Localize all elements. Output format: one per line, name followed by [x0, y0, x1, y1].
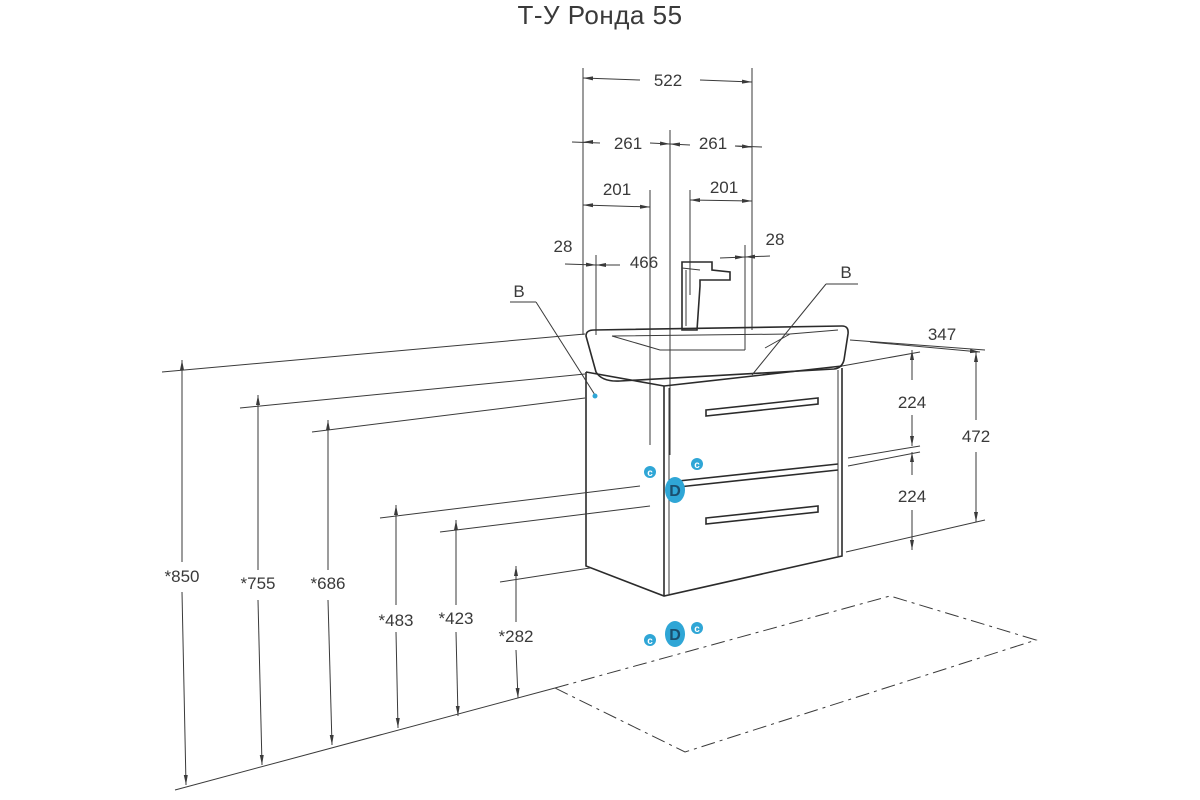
dim-inner-width: 466: [630, 253, 658, 272]
dim-edge-right: 28: [766, 230, 785, 249]
dim-drawer-bottom: 224: [898, 487, 926, 506]
dim-drawer-top: 224: [898, 393, 926, 412]
marker-c-1: [644, 466, 656, 478]
dim-half-right: 261: [699, 134, 727, 153]
dim-edge-left: 28: [554, 237, 573, 256]
dim-half-left: 261: [614, 134, 642, 153]
label-b-left: B: [513, 282, 524, 301]
marker-c-4-label: c: [694, 624, 700, 635]
marker-d-2: [665, 621, 685, 647]
marker-c-4: [691, 622, 703, 634]
connection-markers: c c D c D c: [644, 458, 703, 647]
label-b-right: B: [840, 263, 851, 282]
dim-h423: *423: [439, 609, 474, 628]
dim-h686: *686: [311, 574, 346, 593]
b-leaders: [510, 283, 858, 399]
cabinet: [585, 365, 843, 597]
height-dimensions: [161, 333, 651, 791]
drawing-title: Т-У Ронда 55: [517, 0, 683, 30]
dim-depth: 347: [928, 325, 956, 344]
dim-h755: *755: [241, 574, 276, 593]
marker-d-2-label: D: [669, 627, 681, 644]
marker-d-1-label: D: [669, 483, 681, 500]
marker-c-2: [691, 458, 703, 470]
dim-offset-left: 201: [603, 180, 631, 199]
washbasin: [585, 325, 849, 382]
faucet: [681, 261, 731, 331]
marker-c-3: [644, 634, 656, 646]
marker-d-1: [665, 477, 685, 503]
dim-h483: *483: [379, 611, 414, 630]
marker-c-3-label: c: [647, 636, 653, 647]
marker-c-2-label: c: [694, 460, 700, 471]
dim-h282: *282: [499, 627, 534, 646]
dim-h850: *850: [165, 567, 200, 586]
right-dimensions: [841, 339, 986, 553]
floor-footprint: [553, 595, 1038, 753]
dim-total-width: 522: [654, 71, 682, 90]
dim-offset-right: 201: [710, 178, 738, 197]
marker-c-1-label: c: [647, 468, 653, 479]
dim-body-height: 472: [962, 427, 990, 446]
width-dimensions: [564, 68, 771, 455]
